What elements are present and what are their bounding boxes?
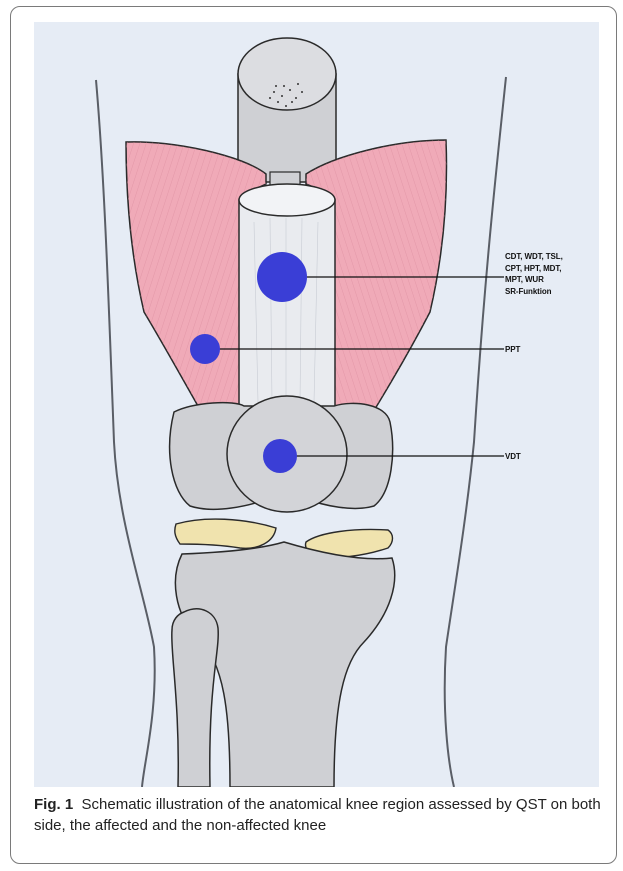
label-ppt: PPT: [505, 344, 520, 356]
leg-outline-right: [445, 77, 506, 787]
label-top-line-1: CDT, WDT, TSL,: [505, 251, 563, 263]
caption-text: Schematic illustration of the anatomical…: [34, 796, 601, 834]
label-middle: PPT: [505, 344, 520, 356]
caption-prefix: Fig. 1: [34, 796, 73, 813]
label-vdt: VDT: [505, 451, 521, 463]
knee-diagram: [34, 22, 599, 787]
label-top-line-2: CPT, HPT, MDT,: [505, 263, 563, 275]
marker-quadriceps-tendon: [257, 252, 307, 302]
meniscus-left: [175, 519, 276, 548]
knee-illustration: CDT, WDT, TSL, CPT, HPT, MDT, MPT, WUR S…: [34, 22, 599, 787]
label-bottom: VDT: [505, 451, 521, 463]
label-top-line-3: MPT, WUR: [505, 274, 563, 286]
figure-caption: Fig. 1 Schematic illustration of the ana…: [34, 794, 604, 836]
label-top-line-4: SR-Funktion: [505, 286, 563, 298]
fibula: [172, 609, 218, 787]
marker-vastus-medialis: [190, 334, 220, 364]
label-top: CDT, WDT, TSL, CPT, HPT, MDT, MPT, WUR S…: [505, 251, 563, 297]
marker-patella: [263, 439, 297, 473]
